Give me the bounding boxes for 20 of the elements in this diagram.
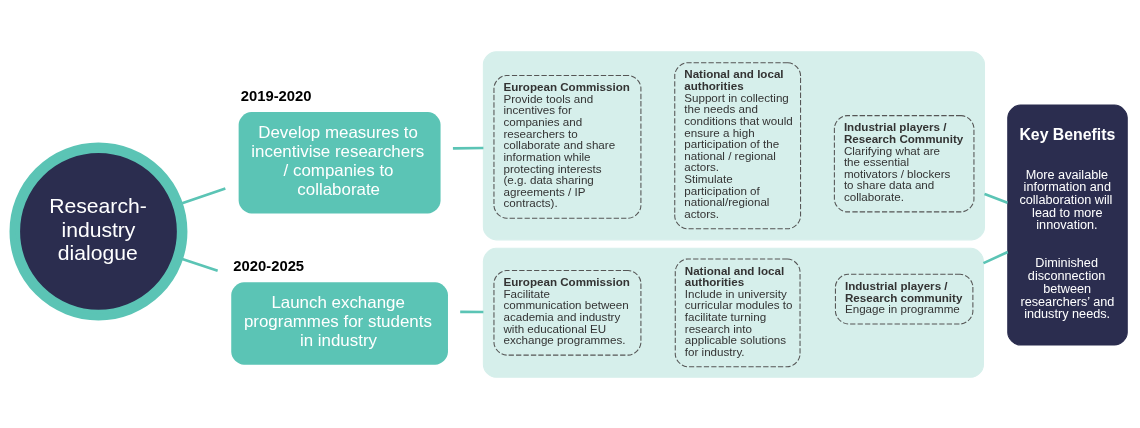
connector [179,186,226,205]
cluster [482,247,984,378]
node-box: Key Benefits More available information and collaboration will lead to more innovation. Diminished disconnection between researchers’ and industry needs. [1007,104,1128,346]
node-box: Industrial players / Research Community Clarifying what are the essential motivators / blockers to share data and collaborate. [833,114,975,212]
connector [460,310,484,313]
node-box: National and local authorities Include in university curricular modules to facilitate turning research into applicable solutions for industry. [674,257,801,367]
connector [179,256,219,272]
node-box: Develop measures to incentivise researchers / companies to collaborate [238,111,441,213]
node-box: European Commission Provide tools and incentives for companies and researchers to collaborate and share information while protecting interests (e.g. data sharing agreements / IP contracts). [493,74,642,219]
node-box: National and local authorities Support in collecting the needs and conditions that would ensure a high participation of the national / regional actors. Stimulate participation of national/regional actors. [674,61,802,229]
node-box: European Commission Facilitate communication between academia and industry with educational EU exchange programmes. [493,269,642,356]
node-label: 2020-2025 [233,257,305,274]
connector [452,146,484,150]
node-box: Industrial players / Research community Engage in programme [834,273,974,324]
connector [984,192,1008,204]
connector [982,250,1009,264]
cluster [482,50,986,240]
node-label: 2019-2020 [240,87,312,104]
node-box: Launch exchange programmes for students in industry [231,281,448,365]
node-circle: Research-industry dialogue [9,141,188,320]
